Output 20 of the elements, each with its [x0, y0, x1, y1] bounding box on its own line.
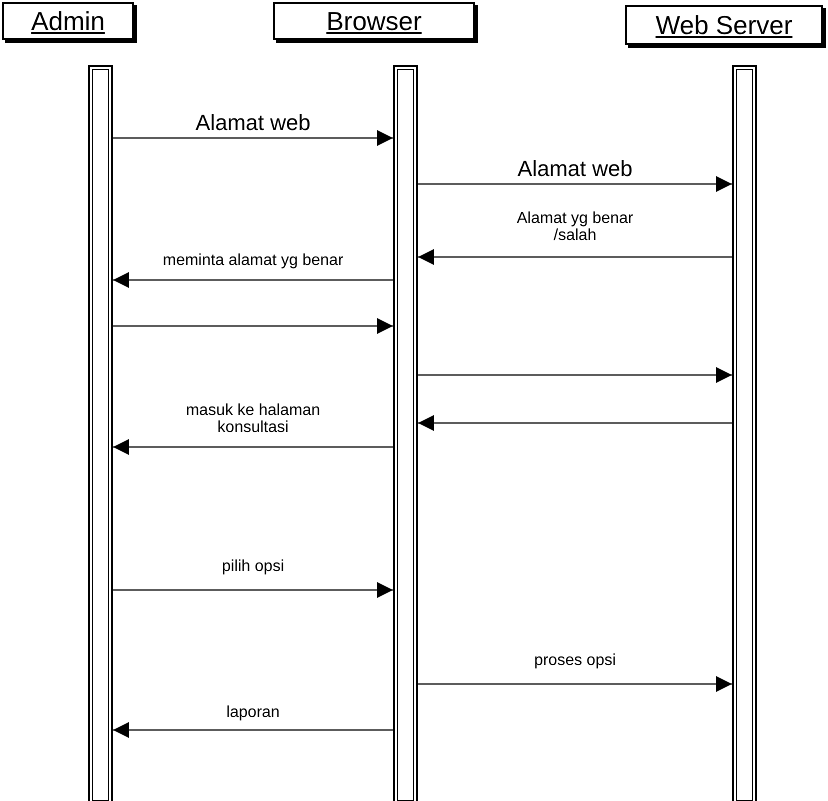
message-arrow [113, 582, 393, 598]
lifeline-name: Web Server [656, 10, 792, 40]
activation-bar [393, 65, 418, 801]
message-arrow [418, 249, 732, 265]
lifeline-header [2, 2, 134, 40]
activation-bar [732, 65, 757, 801]
message-arrow [113, 722, 393, 738]
lifeline-name: Admin [31, 6, 105, 36]
message-arrow [418, 367, 732, 383]
message-arrow [113, 318, 393, 334]
lifeline-header [273, 2, 475, 40]
message-arrow [418, 676, 732, 692]
message-arrow [418, 176, 732, 192]
message-arrow [113, 272, 393, 288]
lifeline-header [625, 5, 823, 45]
lifeline-name: Browser [326, 6, 422, 36]
message-arrow [113, 130, 393, 146]
activation-bar [88, 65, 113, 801]
message-arrow [418, 415, 732, 431]
message-arrow [113, 439, 393, 455]
